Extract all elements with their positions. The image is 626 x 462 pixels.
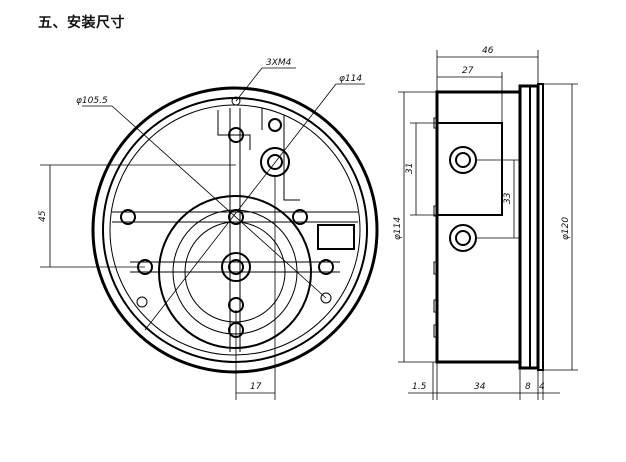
inner-rim [102,97,368,363]
terminal-box [317,224,355,250]
label-screw: 3XM4 [266,58,292,68]
side-boss-box [436,122,503,216]
outer-rim [91,86,379,374]
screw-hole-left [136,296,148,308]
side-entry-lower [449,224,477,252]
label-dia-120: φ120 [561,217,571,240]
label-height-45: 45 [38,210,48,222]
side-body [435,90,522,364]
section-heading: 五、安装尺寸 [38,15,125,31]
label-height-31: 31 [405,163,415,174]
label-height-33: 33 [503,192,513,204]
label-dia-114: φ114 [393,217,403,240]
label-width-total: 46 [482,46,494,56]
label-width-27: 27 [462,66,474,76]
screw-hole-top [231,96,241,106]
label-dia-outer: φ114 [339,74,362,84]
label-bottom-34: 34 [474,382,486,392]
side-entry-upper [449,146,477,174]
center-boss [221,252,251,282]
label-bottom-1-5: 1.5 [412,382,427,392]
side-view: 46 27 31 33 φ114 φ120 1.5 34 8 4 [393,46,578,400]
label-bottom-8: 8 [525,382,531,392]
screw-hole-right [320,292,332,304]
label-dia-inner: φ105.5 [76,96,108,106]
front-view: 3XM4 φ105.5 φ114 45 17 [38,58,379,400]
label-bottom-4: 4 [539,382,545,392]
label-offset-17: 17 [250,382,262,392]
